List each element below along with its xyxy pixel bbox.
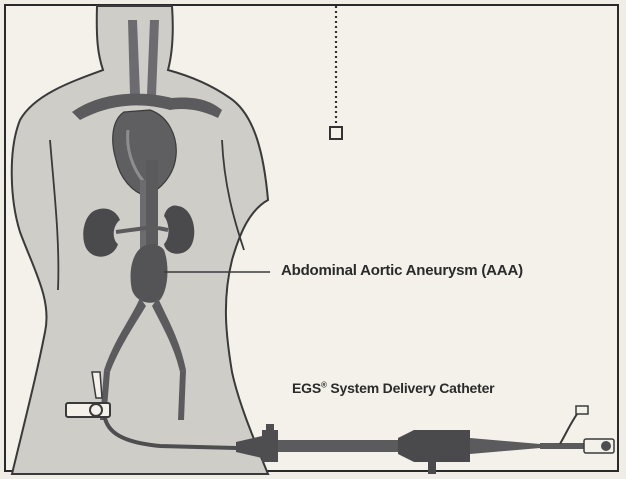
- catheter-label: EGS® System Delivery Catheter: [292, 380, 494, 396]
- luer-cap: [601, 441, 611, 451]
- catheter-handle-body: [398, 430, 470, 462]
- catheter-collar-knob: [266, 424, 274, 432]
- catheter-handle-port: [428, 460, 436, 474]
- vena-cava: [140, 180, 146, 250]
- catheter-mid-tube: [278, 440, 398, 452]
- catheter-proximal-shaft: [540, 443, 584, 449]
- marker-square: [330, 127, 342, 139]
- catheter-collar: [262, 430, 278, 462]
- sheath-valve: [66, 403, 110, 417]
- descending-aorta: [146, 160, 158, 245]
- stopcock-line: [560, 410, 580, 444]
- stopcock: [576, 406, 588, 414]
- sheath-hub: [90, 404, 102, 416]
- aneurysm-label: Abdominal Aortic Aneurysm (AAA): [281, 262, 523, 279]
- torso-silhouette: [12, 6, 268, 474]
- catheter-proximal-taper: [470, 438, 540, 454]
- catheter-label-rest: System Delivery Catheter: [327, 380, 495, 396]
- catheter-brand: EGS: [292, 380, 321, 396]
